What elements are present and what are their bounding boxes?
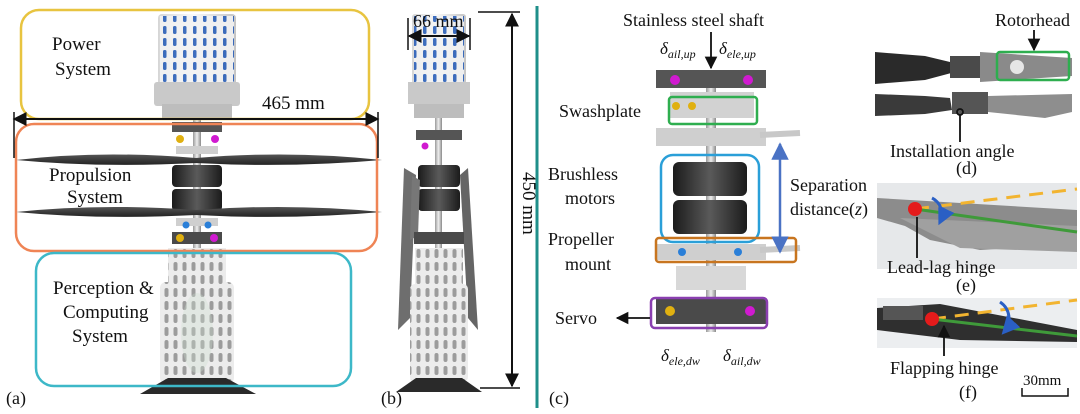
- lead-lag-photo: [877, 183, 1078, 269]
- perception-label-line3: System: [72, 326, 128, 347]
- delta-ail-up-label: δail,up: [660, 39, 696, 61]
- panel-e-tag: (e): [956, 275, 976, 296]
- install-angle-marker: [956, 108, 964, 116]
- swashplate-label: Swashplate: [559, 101, 641, 121]
- flapping-label: Flapping hinge: [890, 358, 999, 378]
- side-view-photo: [396, 14, 482, 392]
- delta-ele-up-label: δele,up: [719, 39, 756, 61]
- perception-label-line2: Computing: [63, 302, 149, 323]
- servo-label: Servo: [555, 308, 597, 328]
- delta-ail-dw-label: δail,dw: [723, 346, 761, 368]
- lead-lag-label: Lead-lag hinge: [887, 257, 995, 277]
- perception-label-line1: Perception &: [53, 278, 154, 299]
- power-label-line2: System: [55, 59, 111, 80]
- propulsion-assembly-photo: [16, 118, 382, 248]
- delta-ele-dw-label: δele,dw: [661, 346, 700, 368]
- perception-cage-photo: [140, 248, 256, 394]
- panel-d-tag: (d): [956, 158, 977, 179]
- flapping-photo: [877, 298, 1078, 348]
- motors-label-line2: motors: [565, 188, 615, 208]
- motors-label-line1: Brushless: [548, 164, 618, 184]
- mount-label-line1: Propeller: [548, 229, 614, 249]
- panel-f: Flapping hinge (f) 30mm: [877, 298, 1078, 403]
- rotorhead-label: Rotorhead: [995, 10, 1070, 30]
- install-angle-label: Installation angle: [890, 141, 1014, 161]
- separation-label-line1: Separation: [790, 175, 867, 195]
- servo-box: [649, 296, 769, 330]
- swashplate-assembly-photo: [656, 70, 801, 332]
- scale-bar-label: 30mm: [1023, 373, 1062, 389]
- panel-c: Stainless steel shaft δail,up δele,up Sw…: [548, 10, 868, 409]
- propulsion-label-line1: Propulsion: [49, 165, 132, 186]
- propulsion-label-line2: System: [67, 187, 123, 208]
- panel-b-tag: (b): [381, 388, 402, 409]
- separation-label-line2: distance(z): [790, 199, 868, 220]
- rotorhead-box: [995, 50, 1071, 82]
- swashplate-box: [667, 95, 759, 126]
- scale-bar: [1021, 388, 1069, 397]
- perception-system-box: [34, 251, 353, 388]
- panel-a: Power System 465 mm Propulsion System Pe…: [6, 8, 382, 409]
- width-label: 66 mm: [413, 11, 464, 31]
- propeller-mount-box: [654, 236, 798, 264]
- shaft-label: Stainless steel shaft: [623, 10, 764, 30]
- power-battery-photo: [154, 14, 240, 120]
- brushless-motors-box: [659, 153, 761, 244]
- rotorhead-photo: [875, 52, 1072, 118]
- panel-a-tag: (a): [6, 388, 26, 409]
- panel-c-tag: (c): [549, 388, 569, 409]
- panel-f-tag: (f): [959, 382, 977, 403]
- height-label: 450 mm: [518, 172, 539, 235]
- panel-d: Rotorhead Installation angle (d): [875, 10, 1072, 179]
- span-label: 465 mm: [262, 93, 325, 114]
- panel-e: Lead-lag hinge (e): [877, 183, 1078, 296]
- power-label-line1: Power: [52, 34, 101, 55]
- mount-label-line2: mount: [565, 254, 611, 274]
- panel-b: 66 mm 450 mm (b): [381, 6, 539, 409]
